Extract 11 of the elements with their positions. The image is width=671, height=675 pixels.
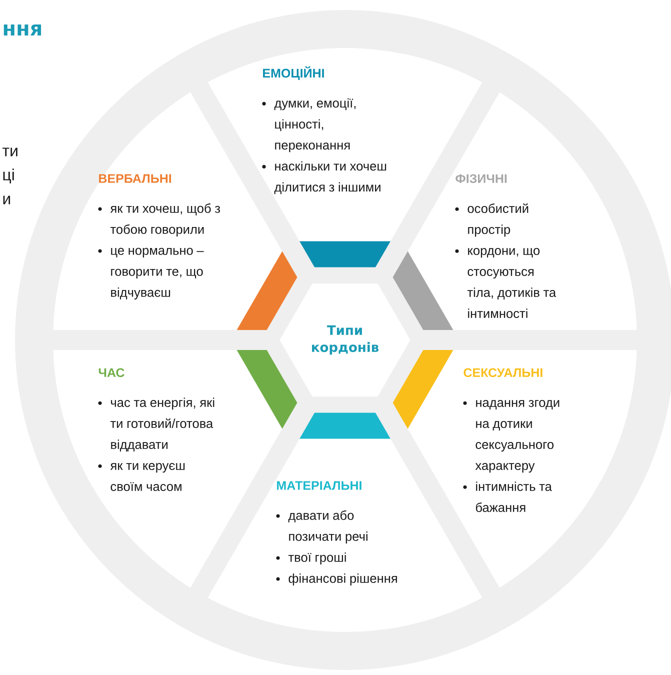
- text-fragment: ці: [3, 168, 14, 184]
- category-text: ВЕРБАЛЬНІ як ти хочеш, щоб з тобою говорили це нормально – говорити те, що відчуваєш: [98, 174, 220, 300]
- text-fragment: и: [3, 196, 10, 204]
- text-fragment: ти: [2, 148, 18, 156]
- center-hexagon: Типи кордонів: [280, 283, 410, 397]
- category-text: МАТЕРІАЛЬНІ давати або позичати речі твої гроші фінансові рішення: [276, 481, 397, 586]
- category-text: ФІЗИЧНІ особистий простір кордони, що стосуються тіла, дотиків та інтимності: [455, 174, 556, 318]
- category-text: СЕКСУАЛЬНІ надання згоди на дотики сексуального характеру інтимність та бажання: [463, 368, 560, 512]
- category-text: ЕМОЦІЙНІ думки, емоції, цінності, переконання наскільки ти хочеш ділитися з іншими: [262, 66, 386, 194]
- category-text: ЧАС час та енергія, які ти готовий/готова віддавати як ти керуєш своїм часом: [98, 368, 214, 492]
- title-fragment: ння: [4, 24, 42, 36]
